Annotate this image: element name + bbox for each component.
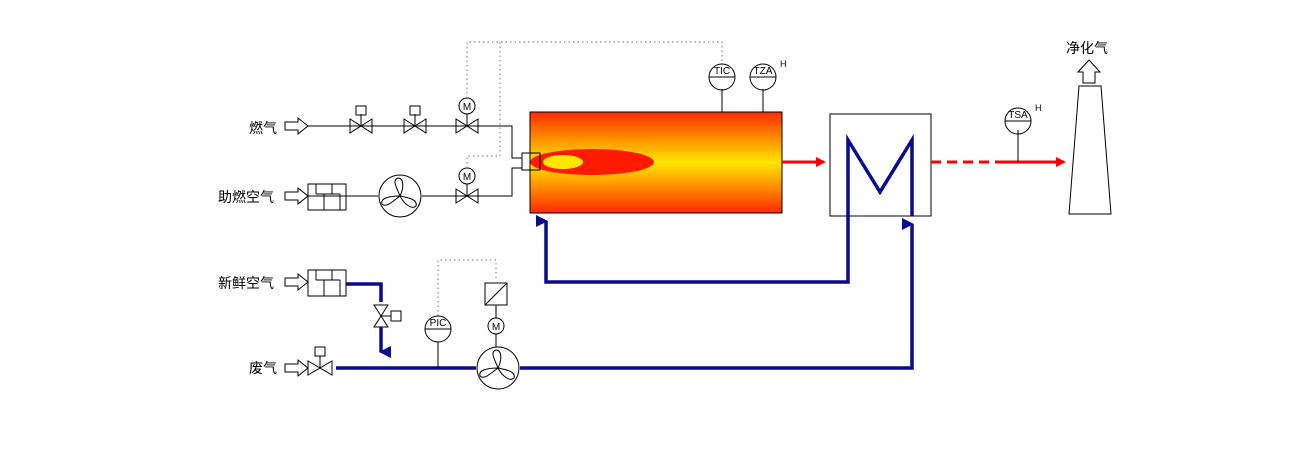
fan-motor-icon: M	[487, 317, 505, 335]
fuel-gas-inlet-arrow	[284, 116, 309, 136]
waste-gas-valve[interactable]	[307, 346, 333, 376]
tic-signal-to-fuel-valve	[466, 41, 723, 98]
waste-gas-inlet-arrow	[284, 358, 309, 378]
motor-label: M	[492, 322, 500, 333]
waste-gas-fan-icon[interactable]	[476, 346, 520, 390]
tza-temperature-alarm[interactable]: TZA H	[749, 59, 787, 91]
tsa-temperature-alarm[interactable]: TSA H	[1004, 103, 1042, 135]
label-combustion-air: 助燃空气	[218, 189, 274, 206]
combustion-air-inlet-arrow	[284, 186, 309, 206]
fresh-air-inlet-arrow	[284, 272, 309, 292]
fuel-gas-pipe	[308, 125, 522, 159]
preheated-gas-to-furnace	[536, 215, 850, 284]
fresh-air-pipe	[346, 282, 383, 302]
fresh-air-damper-valve[interactable]	[373, 304, 402, 328]
waste-gas-to-exchanger	[520, 218, 914, 370]
fuel-control-valve[interactable]: M	[455, 97, 479, 134]
fuel-shutoff-valve-1[interactable]	[349, 105, 373, 134]
label-fuel-gas: 燃气	[249, 120, 277, 137]
combustion-air-control-valve[interactable]: M	[455, 167, 479, 204]
burner-icon	[521, 152, 541, 171]
chimney-icon	[1068, 85, 1112, 215]
flame-core	[543, 155, 583, 169]
tic-label: TIC	[714, 66, 730, 77]
tic-signal-to-air-valve	[466, 42, 501, 168]
motor-label: M	[463, 102, 471, 113]
combustion-air-pipe-b	[346, 167, 522, 197]
label-waste-gas: 废气	[249, 361, 277, 377]
pic-label: PIC	[430, 318, 447, 329]
pic-pressure-controller[interactable]: PIC	[424, 315, 452, 343]
fuel-shutoff-valve-2[interactable]	[403, 105, 427, 134]
tsa-alarm-label: H	[1035, 103, 1042, 113]
combustion-air-fan-icon[interactable]	[378, 174, 422, 218]
variable-frequency-drive-icon	[484, 282, 508, 306]
motor-label: M	[463, 172, 471, 183]
clean-gas-outlet-arrow	[1076, 59, 1102, 84]
tza-alarm-label: H	[780, 59, 787, 69]
combustion-air-filter-icon	[307, 183, 347, 211]
tza-label: TZA	[754, 66, 773, 77]
tic-temperature-controller[interactable]: TIC	[708, 63, 736, 91]
furnace	[529, 111, 783, 214]
label-fresh-air: 新鲜空气	[218, 276, 274, 292]
heat-exchanger-icon	[829, 113, 932, 217]
label-clean-gas: 净化气	[1066, 41, 1108, 57]
fresh-air-filter-icon	[307, 269, 347, 297]
tsa-label: TSA	[1008, 110, 1028, 121]
pic-signal-to-fan	[437, 259, 497, 316]
